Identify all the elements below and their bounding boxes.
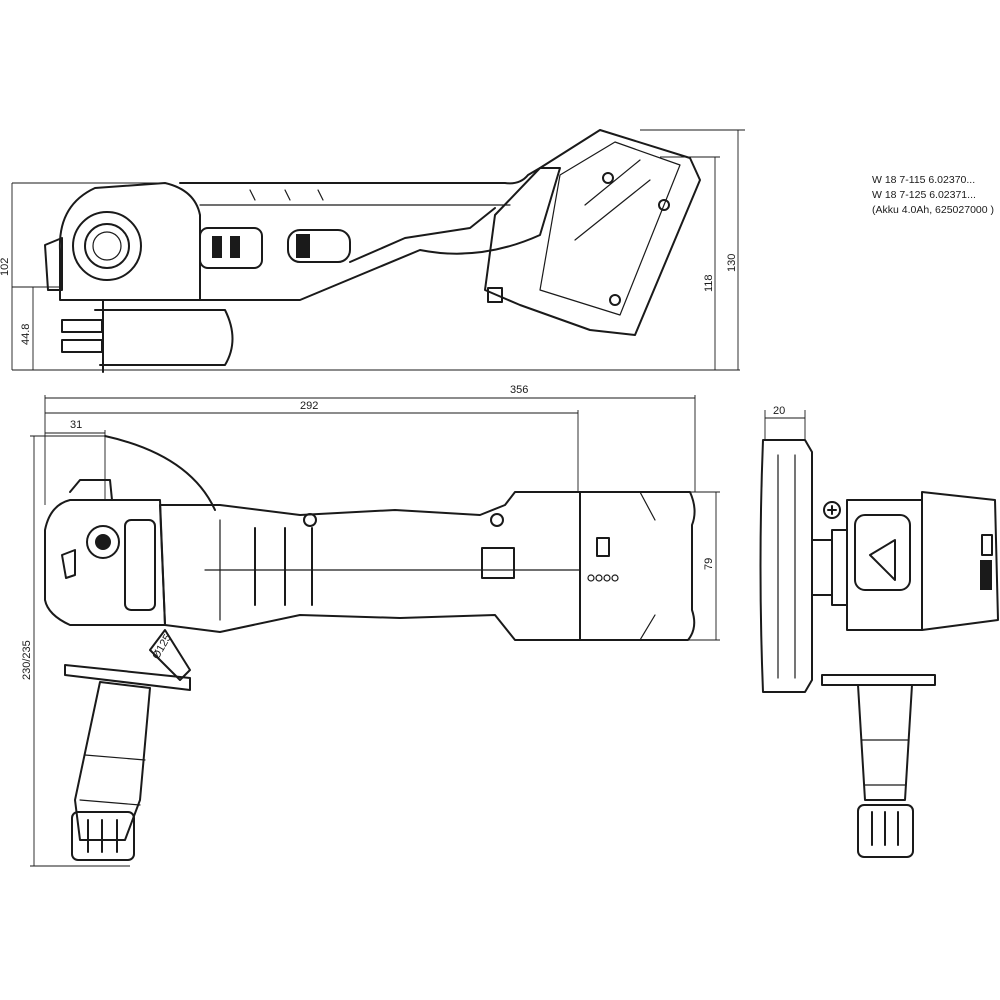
charge-button — [596, 537, 610, 557]
flange-upper — [61, 319, 103, 333]
dim-label-292: 292 — [300, 400, 318, 412]
dim-label-356: 356 — [510, 384, 528, 396]
dim-label-79: 79 — [703, 558, 715, 570]
body-screw — [490, 513, 504, 527]
grip-ring — [84, 754, 146, 761]
socket-cross — [827, 505, 837, 515]
battery-panel — [539, 141, 681, 316]
battery-end — [921, 491, 999, 631]
vent-slot — [317, 189, 324, 201]
handle-guard-plate — [64, 664, 191, 691]
charge-led — [595, 574, 603, 582]
end-elevation-view: 20 — [759, 405, 999, 858]
spindle-center — [95, 534, 111, 550]
dim-label-20: 20 — [773, 405, 785, 417]
paddle-switch — [287, 229, 351, 263]
handle-guard-plate — [821, 674, 936, 686]
battery-edge — [639, 491, 656, 521]
side-elevation-view: 102 44.8 118 130 — [0, 129, 745, 373]
switch-grip — [212, 236, 222, 258]
side-handle-grip — [857, 684, 913, 801]
flange-lower — [61, 339, 103, 353]
handle-end-cap — [857, 804, 914, 858]
handle-end-cap — [71, 811, 135, 861]
battery-pack — [484, 129, 701, 336]
switch-housing — [854, 514, 911, 591]
guard-marking: Ø125 — [150, 632, 174, 661]
paddle-mark — [296, 234, 310, 258]
handle-socket — [823, 501, 841, 519]
plan-view: 356 292 31 230/235 79 Ø125 — [21, 384, 720, 867]
grip-ring — [79, 799, 141, 806]
guard-lever — [124, 519, 156, 611]
battery-edge — [639, 614, 656, 641]
arrow-mark — [61, 549, 76, 579]
disc-guard — [759, 439, 813, 693]
model-notes: W 18 7-115 6.02370... W 18 7-125 6.02371… — [872, 173, 994, 218]
spindle-lock-center — [92, 231, 122, 261]
dim-label-230-235: 230/235 — [21, 640, 33, 680]
paddle-switch — [481, 547, 515, 579]
motor-body — [159, 491, 581, 641]
slide-switch — [199, 227, 263, 269]
battery-rib — [584, 159, 641, 206]
guard-arc — [104, 435, 216, 511]
model-note-line: W 18 7-125 6.02371... — [872, 189, 976, 201]
spindle-nut — [86, 525, 120, 559]
dim-label-44-8: 44.8 — [20, 324, 32, 345]
gear-housing-front — [831, 529, 848, 606]
battery-screw — [602, 172, 614, 184]
release-button — [487, 287, 503, 303]
vent-slot — [249, 189, 256, 201]
spindle-lock-outer — [72, 211, 142, 281]
battery-screw — [609, 294, 621, 306]
model-note-line: W 18 7-115 6.02370... — [872, 174, 976, 186]
battery-screw — [658, 199, 670, 211]
side-handle-socket — [44, 237, 63, 291]
battery-rib — [574, 179, 651, 241]
body-screw — [303, 513, 317, 527]
charge-led — [603, 574, 611, 582]
vent-slot — [284, 189, 291, 201]
switch-detail — [869, 539, 896, 581]
guard-clamp — [69, 479, 113, 501]
dim-label-130: 130 — [726, 254, 738, 272]
switch-grip — [230, 236, 240, 258]
charge-led-bar — [980, 560, 992, 590]
spindle-lock-inner — [84, 223, 130, 269]
dim-label-118: 118 — [703, 274, 715, 292]
side-handle-grip — [74, 681, 151, 841]
charge-led — [611, 574, 619, 582]
dim-label-31: 31 — [70, 419, 82, 431]
battery-pack — [579, 491, 696, 641]
flange — [811, 539, 833, 596]
motor-body — [179, 167, 561, 301]
charge-button — [981, 534, 993, 556]
handle-mount — [149, 629, 191, 681]
dim-label-102: 102 — [0, 258, 11, 276]
charge-led — [587, 574, 595, 582]
gear-head — [58, 182, 201, 301]
battery-note-line: (Akku 4.0Ah, 625027000 ) — [872, 204, 995, 216]
grip-edge — [349, 207, 496, 263]
guard — [94, 309, 234, 366]
